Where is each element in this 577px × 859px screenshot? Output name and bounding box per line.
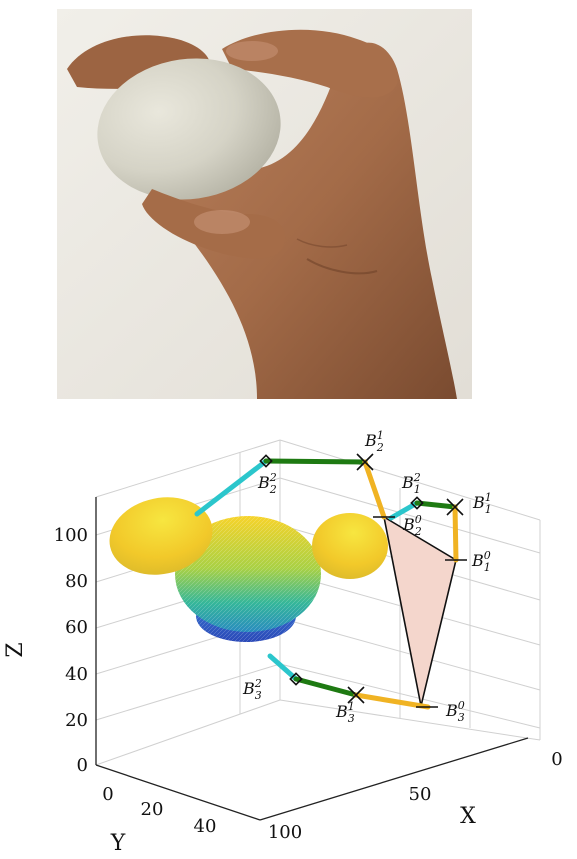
label-B21: B21 — [364, 429, 384, 454]
x-tick-0: 0 — [551, 749, 562, 770]
object-surface — [109, 497, 388, 642]
z-tick-80: 80 — [65, 571, 88, 592]
z-tick-20: 20 — [65, 710, 88, 731]
x-axis: 100 50 0 X — [268, 749, 563, 843]
z-tick-0: 0 — [77, 755, 88, 776]
axes-box — [95, 439, 541, 766]
y-tick-40: 40 — [194, 816, 217, 837]
label-B20: B20 — [402, 513, 422, 538]
label-B31: B31 — [335, 700, 355, 725]
label-B32: B32 — [242, 677, 262, 702]
axis-lines — [95, 497, 529, 821]
y-tick-20: 20 — [141, 799, 164, 820]
point-labels: B22 B21 B12 B11 B20 B10 B32 B31 B30 — [242, 429, 492, 725]
z-axis-label: Z — [3, 642, 28, 657]
z-tick-60: 60 — [65, 617, 88, 638]
y-axis-label: Y — [110, 831, 126, 856]
hand-egg-photo — [57, 9, 472, 399]
x-tick-100: 100 — [268, 822, 302, 843]
label-B22: B22 — [257, 471, 277, 496]
label-B30: B30 — [445, 699, 465, 724]
contact-triangle — [382, 515, 457, 707]
x-tick-50: 50 — [409, 784, 432, 805]
label-B11: B11 — [472, 491, 492, 516]
z-tick-100: 100 — [54, 525, 88, 546]
label-B10: B10 — [471, 549, 491, 574]
finger-links — [194, 458, 459, 710]
grasp-3d-plot: 100 80 60 40 20 0 Z 0 20 40 Y 100 50 0 X — [3, 429, 563, 856]
y-axis: 0 20 40 Y — [102, 784, 216, 856]
z-axis: 100 80 60 40 20 0 Z — [3, 525, 88, 776]
y-tick-0: 0 — [102, 784, 113, 805]
z-tick-40: 40 — [65, 664, 88, 685]
x-axis-label: X — [460, 804, 476, 829]
label-B12: B12 — [401, 471, 421, 496]
joint-markers — [259, 453, 467, 708]
